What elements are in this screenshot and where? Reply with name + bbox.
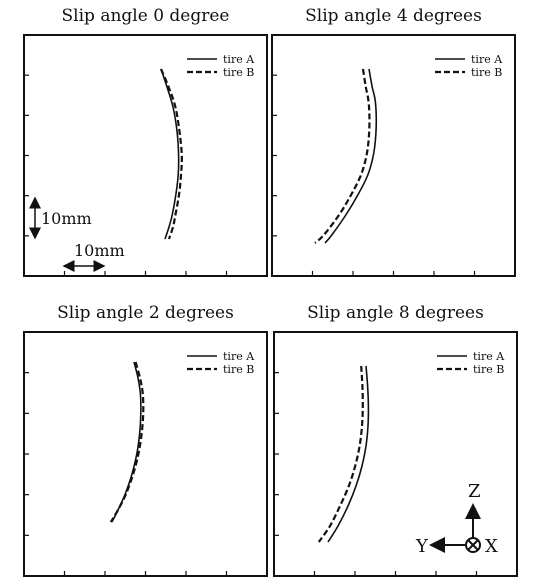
series-line-tire-a [160, 68, 180, 240]
x-axis-symbol [465, 537, 481, 553]
legend-label: tire B [471, 66, 502, 79]
chart-title: Slip angle 2 degrees [57, 303, 234, 323]
x-axis-cross [467, 539, 479, 551]
chart-title: Slip angle 0 degree [62, 6, 230, 26]
chart-title: Slip angle 8 degrees [307, 303, 484, 323]
series-line-tire-b [159, 68, 183, 240]
legend-label: tire A [471, 53, 503, 66]
legend-label: tire A [223, 350, 255, 363]
series-line-tire-a [327, 365, 370, 543]
legend-label: tire B [473, 363, 504, 376]
legend-label: tire B [223, 363, 254, 376]
z-axis-label: Z [468, 481, 481, 502]
series-line-tire-a [111, 361, 142, 523]
legend-label: tire B [223, 66, 254, 79]
series-line-tire-b [109, 361, 145, 523]
legend-label: tire A [473, 350, 505, 363]
series-line-tire-b [314, 68, 371, 244]
series-line-tire-b [317, 365, 364, 543]
chart-title: Slip angle 4 degrees [305, 6, 482, 26]
vertical-scale-label: 10mm [41, 209, 92, 228]
x-axis-label: X [485, 536, 498, 557]
series-line-tire-a [324, 68, 378, 244]
legend-label: tire A [223, 53, 255, 66]
y-axis-label: Y [415, 536, 429, 557]
horizontal-scale-label: 10mm [74, 241, 125, 260]
